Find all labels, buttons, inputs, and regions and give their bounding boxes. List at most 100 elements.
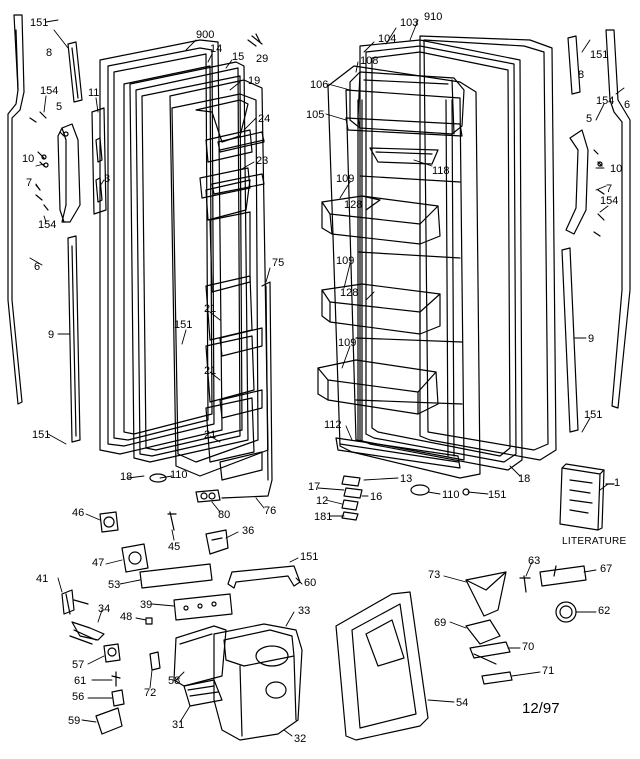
light-socket-47 xyxy=(121,543,149,573)
water-tube-75 xyxy=(221,281,273,499)
part-label: 67 xyxy=(600,563,613,575)
part-label: 8 xyxy=(46,47,53,59)
part-label: 24 xyxy=(258,113,271,125)
dairy-shelf-105 xyxy=(345,117,463,137)
part-label: 7 xyxy=(26,177,33,189)
part-label: 5 xyxy=(586,113,593,125)
fresh-food-door-outer xyxy=(419,35,557,461)
part-label: 72 xyxy=(144,687,157,699)
light-cover-71 xyxy=(481,671,513,685)
part-label: 1 xyxy=(614,477,621,489)
part-label: 109 xyxy=(338,337,357,349)
part-label: 151 xyxy=(590,49,609,61)
part-label: 61 xyxy=(74,675,87,687)
part-label: 62 xyxy=(598,605,611,617)
egg-tray-118 xyxy=(369,147,439,165)
fresh-food-door-gasket xyxy=(359,39,523,471)
door-bin-109-bottom xyxy=(317,359,439,415)
part-label: 29 xyxy=(256,53,269,65)
part-label: 151 xyxy=(584,409,603,421)
plate-53 xyxy=(139,563,213,589)
drip-tray-31 xyxy=(183,679,223,707)
screw-63 xyxy=(519,575,531,593)
part-label: 110 xyxy=(442,489,460,501)
part-label: 73 xyxy=(428,569,441,581)
part-label: 21 xyxy=(204,365,217,377)
part-label: 10 xyxy=(22,153,35,165)
selector-switch-46 xyxy=(99,511,119,533)
part-label: 181 xyxy=(314,511,333,523)
part-label: 34 xyxy=(98,603,111,615)
hinge-parts-13-17 xyxy=(341,475,363,521)
part-label: 6 xyxy=(624,99,631,111)
ice-crusher-33 xyxy=(213,623,303,741)
part-label: 9 xyxy=(48,329,55,341)
door-bin-109-middle xyxy=(321,283,441,335)
part-label: 23 xyxy=(256,155,269,167)
part-label: 12 xyxy=(316,495,329,507)
part-label: 80 xyxy=(218,509,231,521)
part-label: 910 xyxy=(424,11,443,23)
freezer-door-outer xyxy=(99,39,223,455)
wire-harness-34 xyxy=(69,621,105,645)
part-label: 109 xyxy=(336,255,355,267)
part-label: 70 xyxy=(522,641,535,653)
hinge-67 xyxy=(539,565,587,587)
literature-label: LITERATURE xyxy=(562,536,627,547)
paddle-69 xyxy=(465,619,501,645)
part-label: 103 xyxy=(400,17,419,29)
left-hinge-parts xyxy=(29,111,69,211)
part-label: 151 xyxy=(32,429,51,441)
date-code: 12/97 xyxy=(522,700,560,717)
part-label: 63 xyxy=(528,555,541,567)
switch-41 xyxy=(61,589,89,615)
part-label: 46 xyxy=(72,507,85,519)
bracket-60 xyxy=(227,565,301,589)
fastener-48 xyxy=(145,617,153,625)
left-trim-strip-9 xyxy=(67,235,81,443)
part-label: 108 xyxy=(360,55,379,67)
part-label: 151 xyxy=(30,17,49,29)
part-label: 154 xyxy=(38,219,57,231)
dairy-compartment-106 xyxy=(349,71,465,135)
part-label: 53 xyxy=(108,579,121,591)
part-label: 16 xyxy=(370,491,383,503)
part-label: 6 xyxy=(34,261,41,273)
hinge-parts-29 xyxy=(247,33,263,47)
part-label: 76 xyxy=(264,505,277,517)
door-front-54 xyxy=(335,591,429,741)
actuator-70 xyxy=(469,641,511,665)
part-label: 33 xyxy=(298,605,311,617)
left-trim-strip-6 xyxy=(7,14,25,405)
literature-booklet xyxy=(559,463,605,531)
part-label: 9 xyxy=(588,333,595,345)
right-handle xyxy=(565,129,605,237)
part-label: 17 xyxy=(308,481,321,493)
part-label: 14 xyxy=(210,43,223,55)
right-trim-strip-9 xyxy=(561,247,579,433)
part-label: 71 xyxy=(542,665,555,677)
part-label: 118 xyxy=(432,165,450,177)
left-handle-mount xyxy=(91,107,107,215)
part-label: 10 xyxy=(610,163,623,175)
part-label: 36 xyxy=(242,525,255,537)
part-label: 3 xyxy=(104,173,111,185)
light-ring-62 xyxy=(555,601,577,623)
part-label: 21 xyxy=(204,429,217,441)
part-label: 154 xyxy=(596,95,615,107)
part-label: 109 xyxy=(336,173,355,185)
part-label: 39 xyxy=(140,599,153,611)
part-label: 7 xyxy=(606,183,613,195)
part-label: 15 xyxy=(232,51,245,63)
dispenser-housing-58 xyxy=(173,625,227,687)
right-trim-strip-8 xyxy=(567,35,581,95)
part-label: 112 xyxy=(324,419,342,431)
part-label: 5 xyxy=(56,101,63,113)
part-label: 47 xyxy=(92,557,105,569)
door-bin-109-top xyxy=(321,195,441,245)
part-label: 54 xyxy=(456,697,469,709)
part-label: 19 xyxy=(248,75,261,87)
screw-45 xyxy=(167,511,177,531)
